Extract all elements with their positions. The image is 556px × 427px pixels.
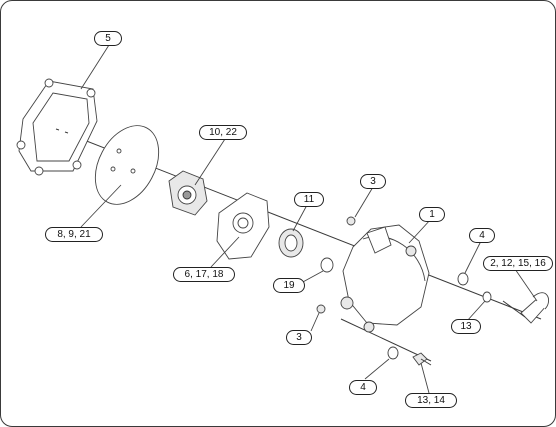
plate-part <box>216 192 270 260</box>
callout-11: 11 <box>294 192 324 207</box>
housing-part <box>340 224 430 333</box>
o-ring-part <box>320 257 334 273</box>
pin-bottom-part <box>316 304 326 314</box>
leader-13-right <box>466 300 486 322</box>
callout-2-12-15-16: 2, 12, 15, 16 <box>483 256 553 271</box>
leader-13-14 <box>420 362 430 394</box>
washer-13-part <box>482 291 492 303</box>
leader-6-17-18 <box>210 236 240 268</box>
callout-6-17-18: 6, 17, 18 <box>173 267 235 282</box>
leader-19 <box>300 270 324 284</box>
leader-1 <box>408 218 432 244</box>
hub-part <box>168 170 208 216</box>
pin-top-part <box>346 216 356 226</box>
leader-2-12-15-16 <box>514 268 538 302</box>
bolt-bottom-part <box>412 352 432 366</box>
washer-right-part <box>457 272 469 286</box>
leader-3-top <box>354 186 374 218</box>
callout-13-14: 13, 14 <box>405 393 457 408</box>
leader-4-right <box>464 240 482 274</box>
callout-4-right: 4 <box>469 228 495 243</box>
leader-11 <box>292 204 308 232</box>
callout-4-bottom: 4 <box>349 380 377 395</box>
callout-5: 5 <box>94 31 122 46</box>
callout-19: 19 <box>273 278 305 293</box>
callout-1: 1 <box>419 207 445 222</box>
leader-5 <box>80 44 110 90</box>
connector-part <box>502 292 549 324</box>
leader-4-bottom <box>364 358 390 380</box>
bottom-axis-line <box>340 318 432 362</box>
gasket-part <box>16 78 98 176</box>
disc-part <box>94 125 160 205</box>
callout-10-22: 10, 22 <box>199 125 247 140</box>
callout-3-bottom: 3 <box>286 330 312 345</box>
leader-3-bottom <box>310 312 320 332</box>
washer-bottom-part <box>387 346 399 360</box>
seal-part <box>278 228 304 258</box>
callout-3-top: 3 <box>360 174 386 189</box>
callout-13-right: 13 <box>451 319 481 334</box>
leader-10-22 <box>194 138 226 186</box>
callout-8-9-21: 8, 9, 21 <box>45 227 103 242</box>
leader-8-9-21 <box>80 184 122 228</box>
